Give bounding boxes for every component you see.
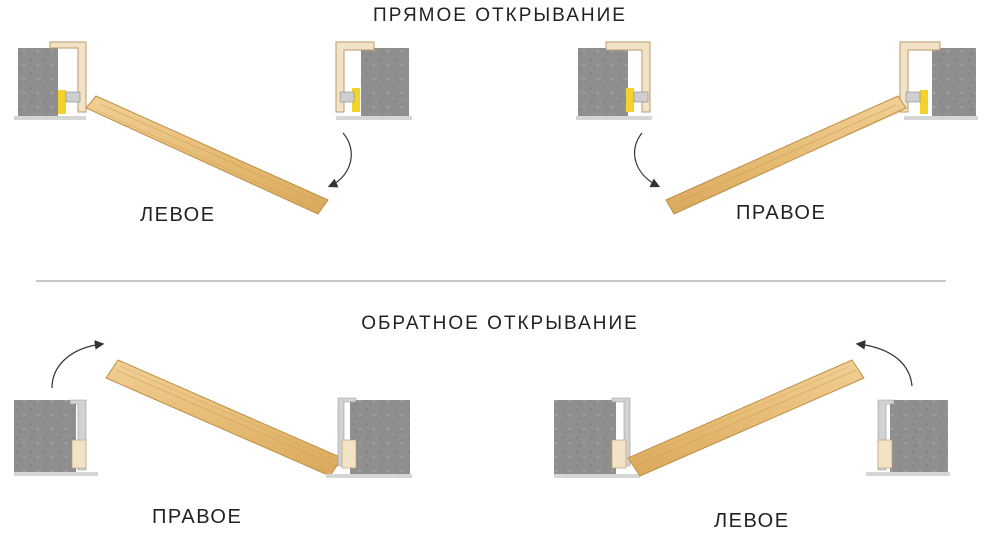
curved-arrow bbox=[633, 132, 661, 188]
wall-block bbox=[326, 397, 412, 478]
wall-block bbox=[576, 48, 652, 120]
door-leaf bbox=[85, 95, 329, 215]
curved-arrow bbox=[327, 132, 352, 188]
wall-block bbox=[14, 399, 98, 476]
door-frame bbox=[49, 41, 87, 114]
door-leaf bbox=[665, 95, 907, 215]
door-frame bbox=[605, 41, 651, 113]
curved-arrow bbox=[51, 340, 105, 389]
section-title-direct: ПРЯМОЕ ОТКРЫВАНИЕ bbox=[373, 5, 627, 26]
label-reverse-left: ПРАВОЕ bbox=[152, 506, 243, 528]
wall-block bbox=[336, 48, 412, 120]
label-reverse-right: ЛЕВОЕ bbox=[714, 510, 790, 532]
door-leaf bbox=[105, 359, 343, 477]
wall-block bbox=[866, 399, 950, 476]
door-leaf bbox=[627, 359, 865, 477]
wall-block bbox=[904, 48, 978, 120]
wall-block bbox=[554, 397, 640, 478]
label-direct-right: ПРАВОЕ bbox=[736, 202, 827, 224]
label-direct-left: ЛЕВОЕ bbox=[140, 204, 216, 226]
section-title-reverse: ОБРАТНОЕ ОТКРЫВАНИЕ bbox=[361, 313, 639, 334]
curved-arrow bbox=[855, 340, 913, 387]
wall-block bbox=[14, 48, 86, 120]
door-frame bbox=[335, 41, 375, 113]
